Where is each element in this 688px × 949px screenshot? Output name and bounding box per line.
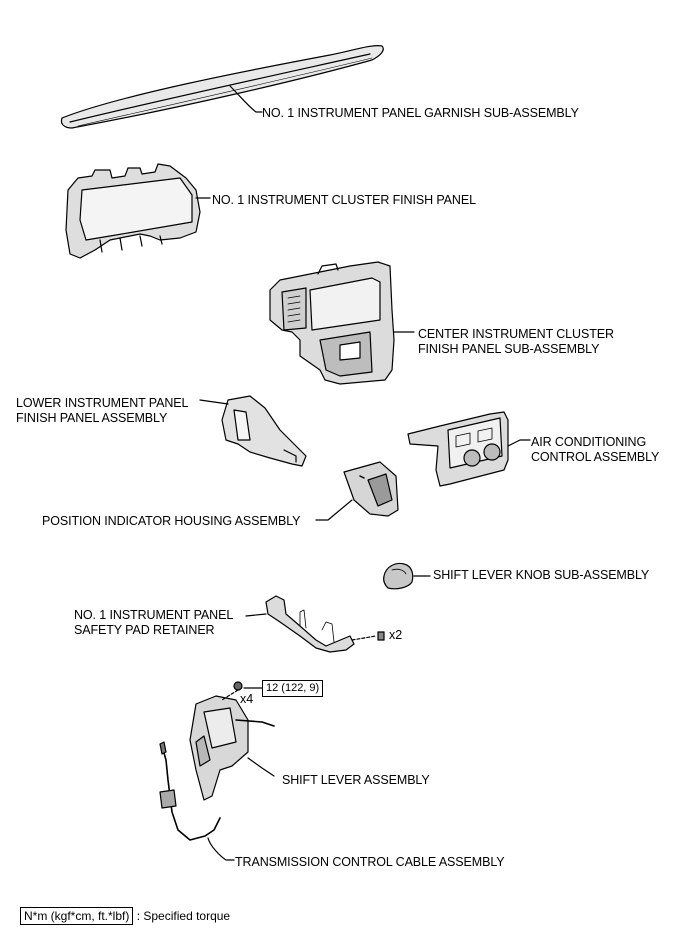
shift-lever-part xyxy=(189,681,275,801)
cable-part xyxy=(159,741,235,861)
garnish-part xyxy=(60,45,384,129)
lower-panel-part xyxy=(199,395,307,467)
center-cluster-part xyxy=(269,261,415,385)
legend: N*m (kgf*cm, ft.*lbf) : Specified torque xyxy=(20,907,230,925)
label-shift-lever: SHIFT LEVER ASSEMBLY xyxy=(282,773,430,787)
shift-knob-part xyxy=(383,562,431,590)
label-transmission-cable: TRANSMISSION CONTROL CABLE ASSEMBLY xyxy=(235,855,505,869)
label-ac-control: AIR CONDITIONING CONTROL ASSEMBLY xyxy=(531,435,660,464)
label-cluster-finish-panel: NO. 1 INSTRUMENT CLUSTER FINISH PANEL xyxy=(212,193,476,207)
quantity-x2: x2 xyxy=(389,628,403,642)
ac-control-part xyxy=(407,411,531,487)
safety-pad-part xyxy=(245,595,385,653)
label-position-indicator: POSITION INDICATOR HOUSING ASSEMBLY xyxy=(42,514,301,528)
legend-text: : Specified torque xyxy=(136,909,231,923)
cluster-finish-part xyxy=(65,163,211,259)
label-center-cluster: CENTER INSTRUMENT CLUSTER FINISH PANEL S… xyxy=(418,327,614,356)
label-safety-pad: NO. 1 INSTRUMENT PANEL SAFETY PAD RETAIN… xyxy=(74,608,234,637)
label-garnish: NO. 1 INSTRUMENT PANEL GARNISH SUB-ASSEM… xyxy=(262,106,579,120)
label-shift-knob: SHIFT LEVER KNOB SUB-ASSEMBLY xyxy=(433,568,650,582)
torque-spec-box: 12 (122, 9) xyxy=(262,680,324,697)
label-lower-panel: LOWER INSTRUMENT PANEL FINISH PANEL ASSE… xyxy=(16,396,189,425)
quantity-x4: x4 xyxy=(240,692,254,706)
legend-unit-box: N*m (kgf*cm, ft.*lbf) xyxy=(20,907,134,925)
position-indicator-part xyxy=(315,461,399,521)
